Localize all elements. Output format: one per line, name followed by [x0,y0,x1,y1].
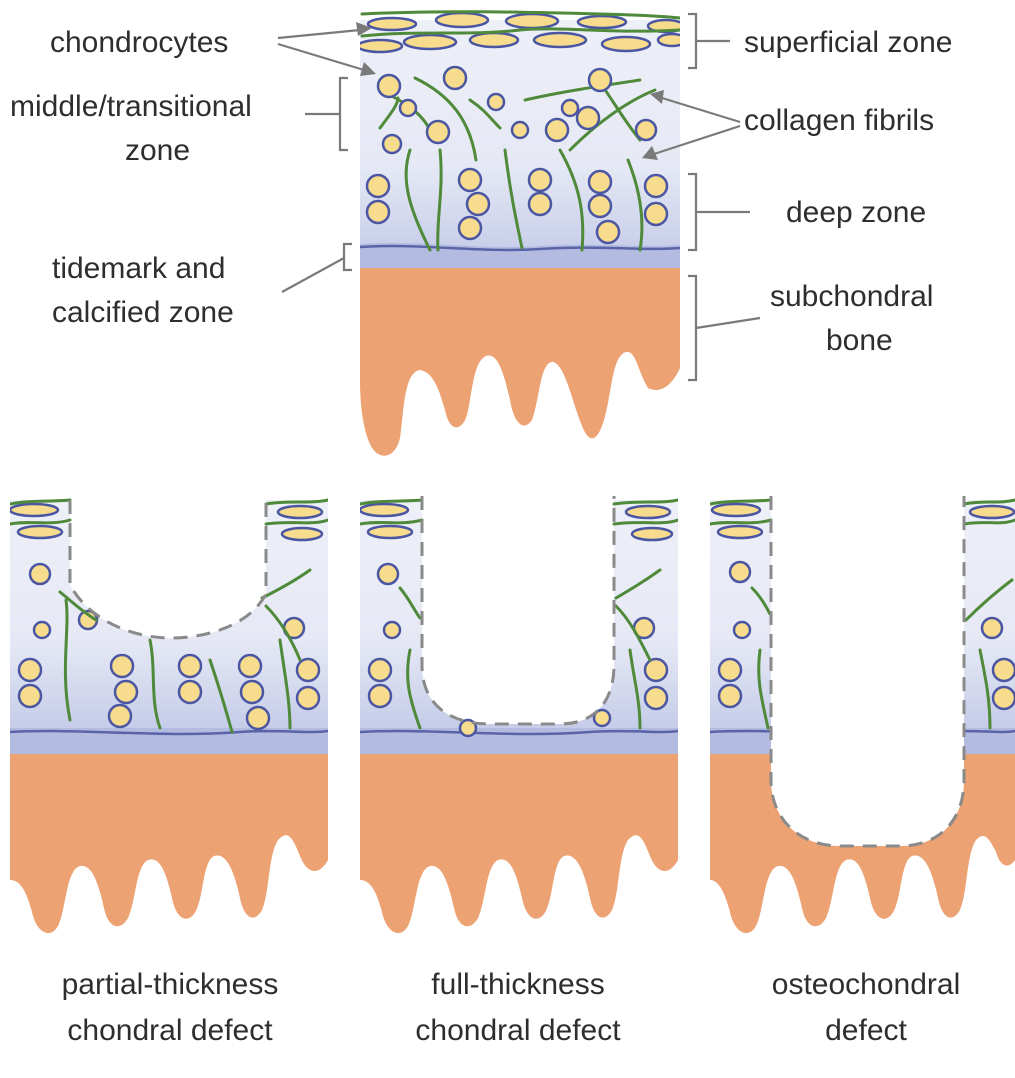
label-middle-zone-2: zone [125,134,190,167]
caption-partial-1: partial-thickness [62,968,279,1001]
label-superficial-zone: superficial zone [744,26,952,59]
deep-zone-bracket [688,174,750,250]
panel-bone [10,754,328,933]
label-chondrocytes: chondrocytes [50,26,228,59]
chondrocytes-arrow-2 [278,44,364,70]
caption-osteo-1: osteochondral [772,968,960,1001]
caption-full-2: chondral defect [415,1014,621,1047]
label-subchondral-1: subchondral [770,280,933,313]
panel-osteochondral [710,494,1015,933]
defect-cavity [771,494,964,846]
panel-full-thickness [360,494,678,933]
caption-full-1: full-thickness [431,968,604,1001]
chondrocytes-arrow-1 [278,30,360,38]
panel-captions: partial-thickness chondral defect full-t… [62,968,961,1047]
caption-partial-2: chondral defect [67,1014,273,1047]
defect-cavity [422,494,614,724]
tidemark-bracket [282,244,352,292]
panel-partial-thickness [10,494,328,933]
subchondral-bone [360,268,680,456]
label-tidemark-2: calcified zone [52,296,234,329]
subchondral-bracket [688,276,760,380]
label-tidemark-1: tidemark and [52,252,225,285]
articular-cartilage-section [358,12,686,456]
label-subchondral-2: bone [826,324,893,357]
middle-zone-bracket [305,78,348,150]
cartilage-layer [360,20,680,260]
superficial-bracket [688,14,730,68]
label-middle-zone-1: middle/transitional [10,90,252,123]
caption-osteo-2: defect [825,1014,907,1047]
label-deep-zone: deep zone [786,196,926,229]
panel-bone [360,754,678,933]
label-collagen-fibrils: collagen fibrils [744,104,934,137]
